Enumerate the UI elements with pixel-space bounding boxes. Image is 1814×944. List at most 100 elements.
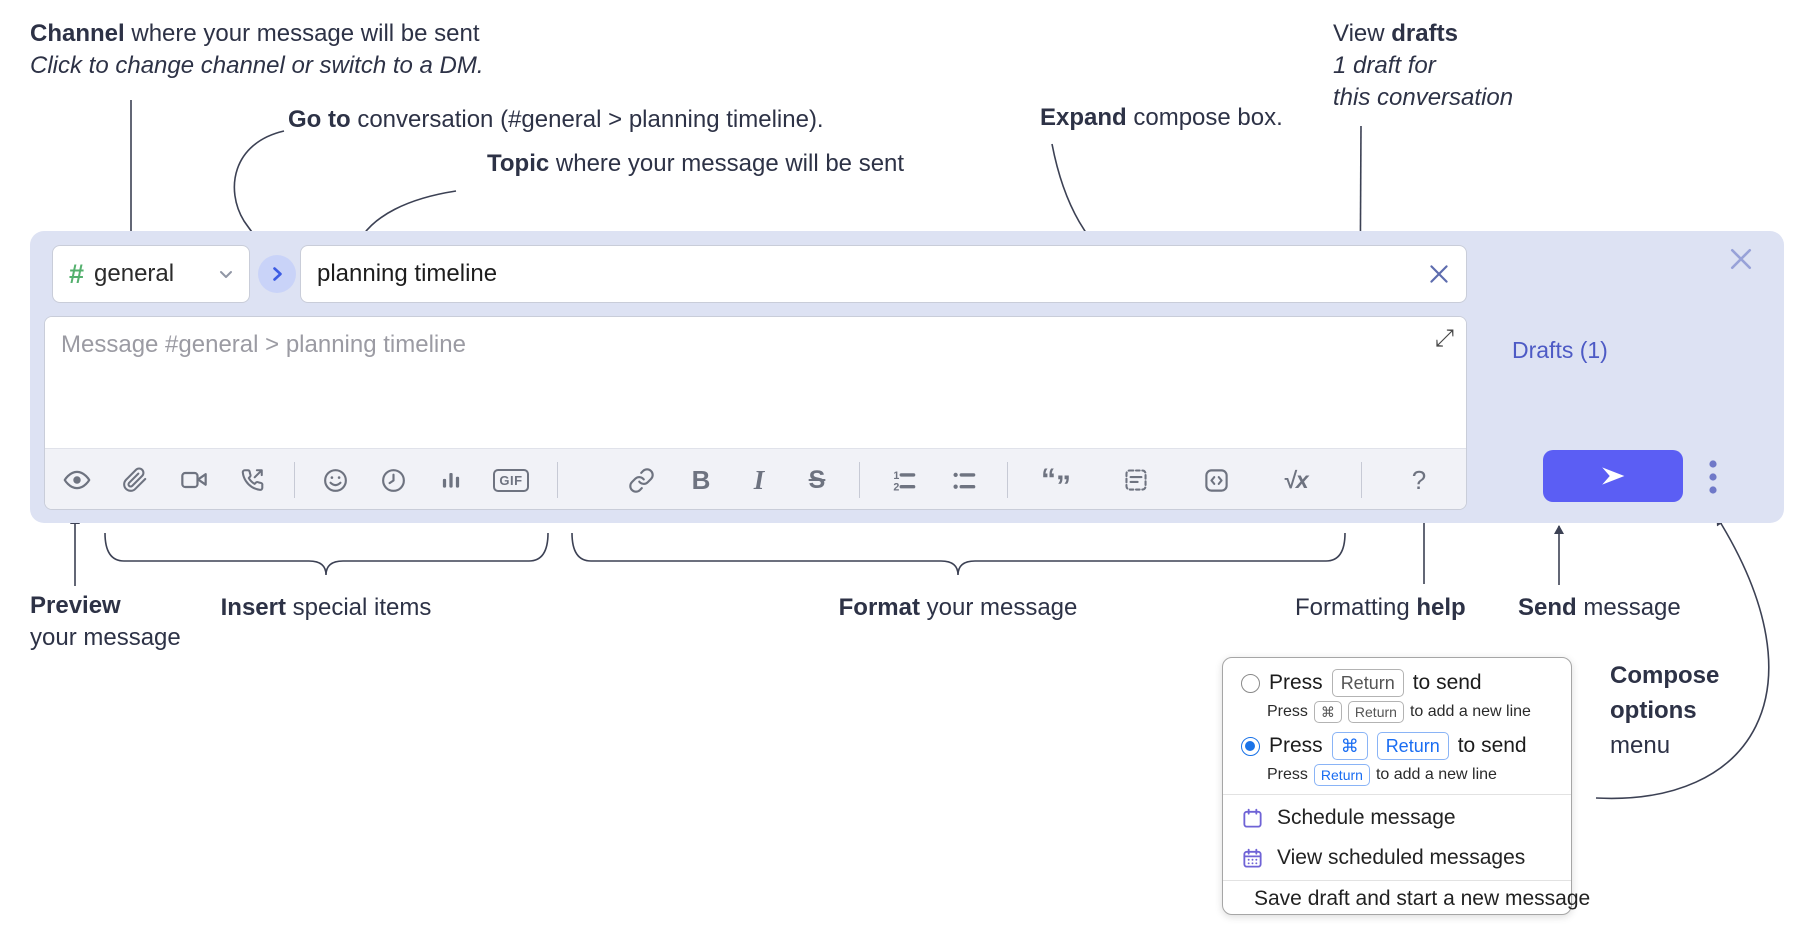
math-label: √x [1283,466,1309,493]
poll-icon[interactable] [433,462,469,498]
drafts-annotation-line2: 1 draft for [1333,52,1436,79]
compose-toolbar: GIF B I S 1 2 [45,448,1466,509]
send-annotation: Send message [1518,592,1681,624]
option1-sub-press: Press [1267,703,1308,720]
send-annotation-bold: Send [1518,594,1577,621]
help-annotation-pre: Formatting [1295,594,1417,621]
send-shortcut-option-1-sub: Press ⌘ Return to add a new line [1241,701,1559,723]
menu-item-label: Save draft and start a new message [1254,887,1591,910]
drafts-annotation: View drafts 1 draft for this conversatio… [1333,18,1513,114]
expand-annotation-rest: compose box. [1126,104,1283,131]
expand-annotation: Expand compose box. [1040,102,1283,134]
send-button[interactable] [1543,450,1683,502]
toolbar-divider [294,462,295,498]
toolbar-divider [1007,462,1008,498]
channel-name: general [94,260,175,287]
math-icon[interactable]: √x [1278,462,1314,498]
voice-call-icon[interactable] [234,462,270,498]
options-annotation-line1: Compose [1610,662,1720,689]
goto-annotation-bold: Go to [288,106,351,133]
channel-annotation-rest: where your message will be sent [124,20,480,47]
help-annotation: Formatting help [1295,592,1466,624]
link-icon[interactable] [623,462,659,498]
radio-unselected-icon[interactable] [1241,673,1260,693]
menu-item-schedule-message[interactable]: Schedule message [1241,800,1559,836]
chevron-right-icon [273,267,282,281]
kbd-return-blue: Return [1313,764,1370,786]
option2-sub-suffix: to add a new line [1375,766,1497,783]
insert-annotation-bold: Insert [220,594,286,621]
insert-brace [104,532,549,576]
compose-options-menu-button[interactable] [1702,456,1724,500]
kbd-return: Return [1347,701,1404,723]
option1-sub-suffix: to add a new line [1409,703,1531,720]
menu-item-label: Schedule message [1277,806,1456,829]
send-shortcut-option-1[interactable]: Press Return to send [1241,668,1559,698]
channel-annotation-line2: Click to change channel or switch to a D… [30,52,484,79]
topic-input[interactable]: planning timeline [300,245,1467,303]
channel-hash-icon: # [69,258,85,289]
gif-label: GIF [493,468,529,492]
channel-selector[interactable]: # general [52,245,250,303]
numbered-list-icon[interactable]: 1 2 [885,462,921,498]
drafts-annotation-bold: drafts [1391,20,1458,47]
topic-annotation: Topic where your message will be sent [487,148,904,180]
format-annotation-rest: your message [919,594,1078,621]
code-icon[interactable] [1198,462,1234,498]
vertical-dots-icon [1709,460,1717,494]
menu-item-save-draft[interactable]: Save draft and start a new message [1241,886,1590,912]
help-label: ? [1411,464,1427,495]
drafts-link[interactable]: Drafts (1) [1512,337,1608,363]
calendar-dots-icon [1243,848,1262,868]
popup-divider [1223,880,1571,881]
clear-topic-icon[interactable] [1426,261,1452,287]
radio-selected-icon[interactable] [1241,736,1260,756]
expand-compose-icon[interactable]: ⤢ [1434,325,1454,352]
bulleted-list-icon[interactable] [945,462,981,498]
options-annotation-line3: menu [1610,732,1671,759]
message-placeholder: Message #general > planning timeline [61,331,466,358]
send-annotation-rest: message [1576,594,1681,621]
compose-box: # general planning timeline Message #gen… [30,231,1784,523]
format-annotation: Format your message [839,592,1078,624]
options-annotation-line2: options [1610,697,1697,724]
kbd-return: Return [1331,669,1404,697]
message-compose-area: Message #general > planning timeline ⤢ [44,316,1467,510]
toolbar-divider [557,462,558,498]
time-icon[interactable] [375,462,411,498]
compose-options-annotation: Compose options menu [1610,658,1719,763]
attach-paperclip-icon[interactable] [117,462,153,498]
goto-annotation-rest: conversation (#general > planning timeli… [350,106,824,133]
send-shortcut-option-2[interactable]: Press ⌘ Return to send [1241,731,1559,761]
kbd-return-blue: Return [1376,732,1449,760]
insert-annotation: Insert special items [221,592,432,624]
message-input[interactable]: Message #general > planning timeline ⤢ [45,317,1466,448]
option1-press: Press [1269,671,1323,694]
quote-open-glyph: “ [1041,463,1056,496]
compose-options-popup: Press Return to send Press ⌘ Return to a… [1222,657,1590,915]
emoji-icon[interactable] [317,462,353,498]
strikethrough-icon[interactable]: S [799,462,835,498]
send-icon [1602,467,1625,485]
spoiler-icon[interactable] [1118,462,1154,498]
channel-annotation-bold: Channel [30,20,125,47]
menu-item-view-scheduled[interactable]: View scheduled messages [1241,840,1559,876]
close-compose-button[interactable] [1725,243,1757,275]
video-call-icon[interactable] [176,462,212,498]
italic-icon[interactable]: I [741,462,777,498]
kbd-cmd: ⌘ [1313,701,1342,723]
quote-icon[interactable]: “” [1038,462,1074,502]
gif-icon[interactable]: GIF [493,462,529,498]
bold-icon[interactable]: B [683,462,719,498]
formatting-help-icon[interactable]: ? [1401,462,1437,498]
go-to-conversation-button[interactable] [258,255,296,293]
drafts-annotation-pre: View [1333,20,1392,47]
kbd-cmd-blue: ⌘ [1331,732,1368,760]
svg-text:1: 1 [893,469,899,481]
menu-item-label: View scheduled messages [1277,846,1526,869]
close-icon [1730,248,1752,270]
preview-eye-icon[interactable] [59,462,95,498]
topic-annotation-bold: Topic [487,150,550,177]
help-annotation-bold: help [1416,594,1466,621]
